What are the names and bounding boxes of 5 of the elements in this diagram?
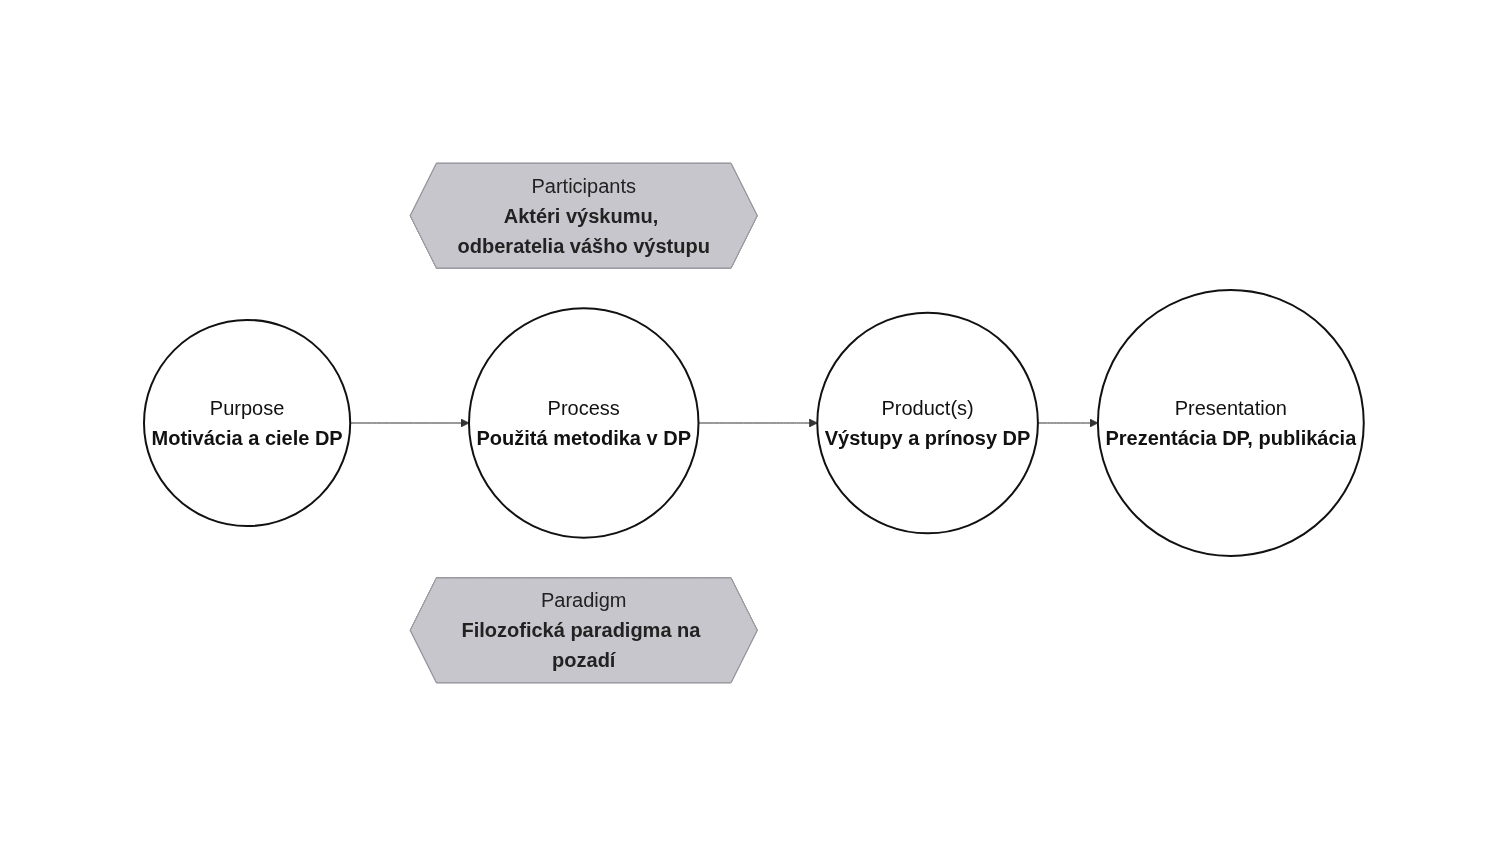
arrow: [698, 418, 818, 427]
node-circle: Process Použitá metodika v DP: [468, 306, 700, 539]
node-circle: Purpose Motivácia a ciele DP: [143, 318, 352, 527]
node-circle: Presentation Prezentácia DP, publikácia: [1097, 288, 1365, 557]
node-circle: Product(s) Výstupy a prínosy DP: [816, 311, 1039, 534]
